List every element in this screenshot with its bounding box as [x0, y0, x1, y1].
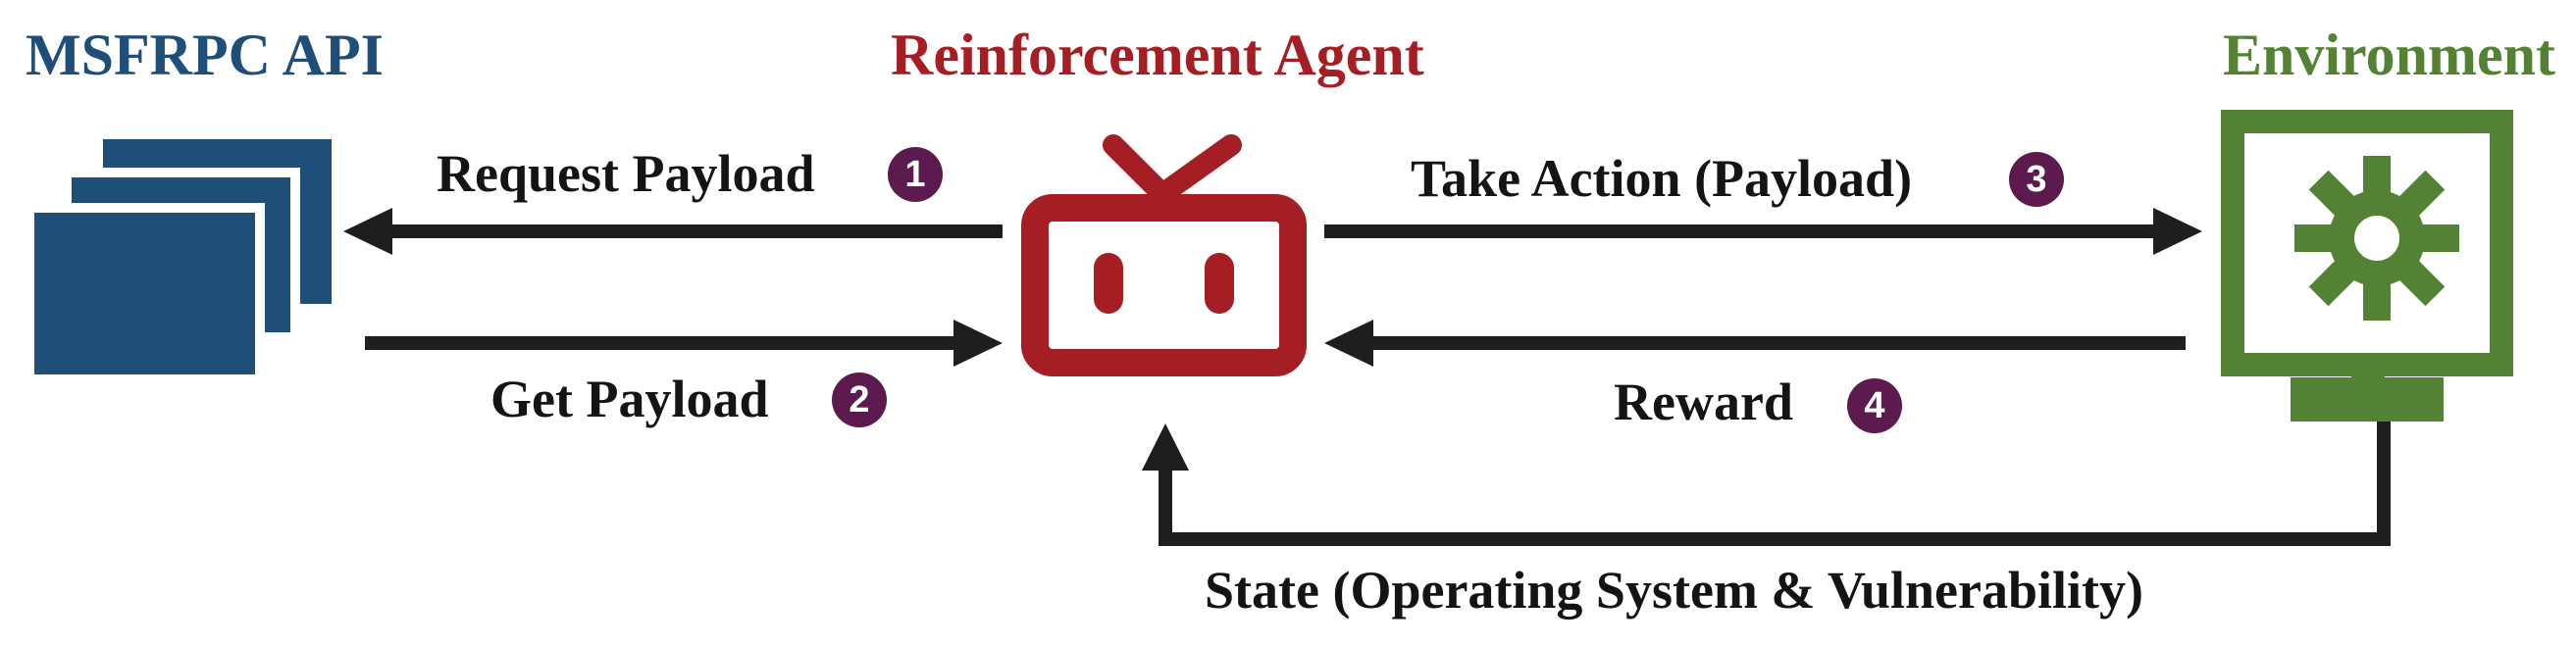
- step-badge-4: 4: [1847, 378, 1902, 433]
- step-badge-1: 1: [888, 147, 943, 202]
- get-payload-label: Get Payload: [490, 370, 769, 428]
- step-badge-2: 2: [832, 373, 887, 427]
- reinforcement-agent-title: Reinforcement Agent: [891, 23, 1424, 87]
- take-action-label: Take Action (Payload): [1411, 149, 1913, 208]
- step-badge-3: 3: [2009, 152, 2064, 207]
- stacked-windows-icon: [25, 139, 332, 384]
- environment-title: Environment: [2223, 23, 2555, 87]
- request-payload-label: Request Payload: [437, 144, 815, 203]
- gear-icon: [2294, 156, 2459, 321]
- arrow-state: [1142, 422, 2391, 546]
- reward-label: Reward: [1614, 373, 1793, 431]
- arrow-reward: [1324, 320, 2186, 367]
- state-label: State (Operating System & Vulnerability): [1205, 561, 2143, 620]
- arrow-take-action: [1324, 208, 2202, 255]
- arrow-request-payload: [343, 208, 1003, 255]
- monitor-gear-icon: [2221, 110, 2513, 422]
- robot-tv-icon: [1021, 134, 1307, 376]
- arrow-get-payload: [365, 320, 1003, 367]
- msfrpc-api-title: MSFRPC API: [26, 23, 384, 87]
